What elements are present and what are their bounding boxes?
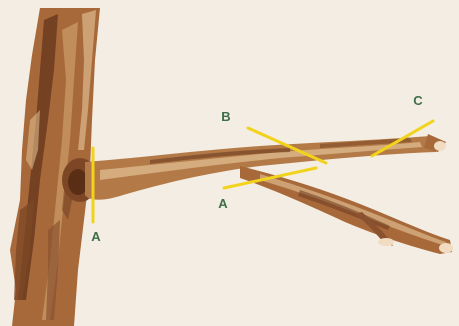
label-upper-branch-cut: B: [221, 109, 230, 124]
side-branch: [240, 166, 453, 254]
label-lower-branch-cut: A: [218, 196, 228, 211]
label-trunk-cut: A: [91, 229, 101, 244]
label-tip-cut: C: [413, 93, 423, 108]
